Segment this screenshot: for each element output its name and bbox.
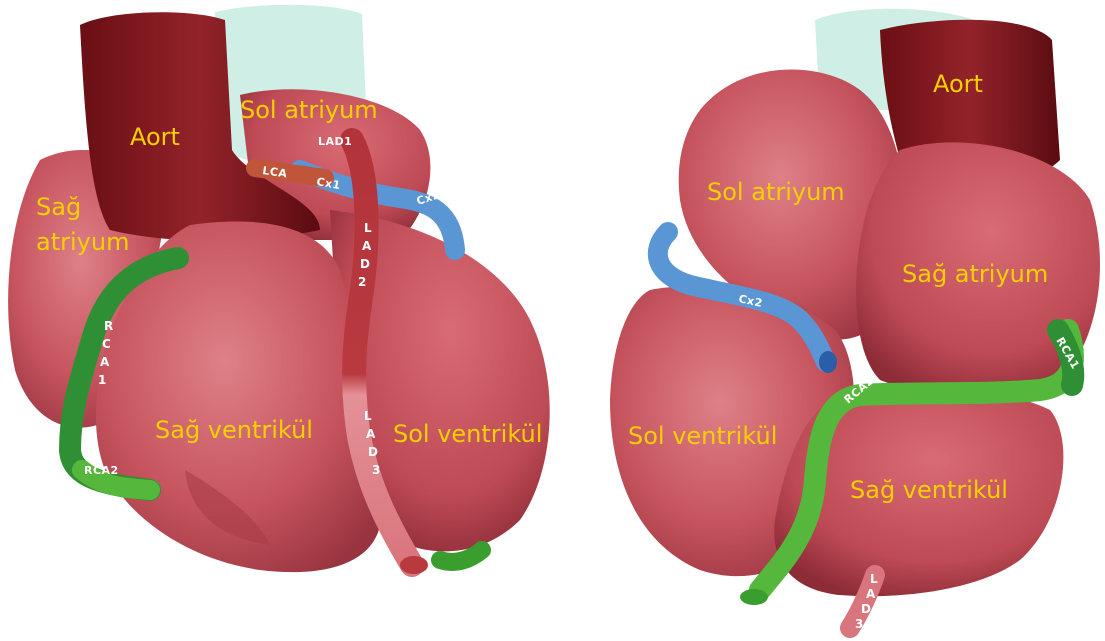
label-rca2-anterior: RCA2 bbox=[84, 464, 119, 477]
label-aorta-anterior: Aort bbox=[130, 123, 180, 151]
anterior-view: Aort Sol atriyum Sağ atriyum Sağ ventrik… bbox=[8, 5, 550, 574]
svg-text:L: L bbox=[364, 221, 372, 235]
svg-text:D: D bbox=[360, 257, 370, 271]
label-right-ventricle-posterior: Sağ ventrikül bbox=[850, 476, 1008, 504]
rca-end-posterior bbox=[740, 589, 768, 605]
rca-end-anterior bbox=[440, 550, 482, 562]
svg-text:L: L bbox=[364, 409, 372, 423]
label-right-atrium-posterior: Sağ atriyum bbox=[902, 260, 1048, 288]
svg-text:R: R bbox=[104, 319, 113, 333]
label-left-ventricle-anterior: Sol ventrikül bbox=[393, 420, 542, 448]
svg-text:A: A bbox=[866, 587, 876, 601]
label-right-atrium-1-anterior: Sağ bbox=[36, 193, 81, 221]
label-left-atrium-posterior: Sol atriyum bbox=[707, 178, 845, 206]
svg-text:2: 2 bbox=[358, 275, 366, 289]
posterior-view: Aort Sol atriyum Sağ atriyum Sol ventrik… bbox=[610, 9, 1100, 631]
svg-text:1: 1 bbox=[98, 373, 106, 387]
svg-text:3: 3 bbox=[372, 463, 380, 477]
svg-text:D: D bbox=[368, 445, 378, 459]
label-lad1: LAD1 bbox=[318, 135, 352, 148]
label-right-ventricle-anterior: Sağ ventrikül bbox=[155, 416, 313, 444]
svg-text:D: D bbox=[861, 602, 871, 616]
svg-text:L: L bbox=[870, 572, 878, 586]
svg-text:A: A bbox=[362, 239, 372, 253]
lad-end-anterior bbox=[400, 556, 428, 574]
label-left-ventricle-posterior: Sol ventrikül bbox=[628, 422, 777, 450]
label-right-atrium-2-anterior: atriyum bbox=[36, 228, 129, 256]
svg-text:3: 3 bbox=[855, 617, 863, 631]
svg-text:A: A bbox=[366, 427, 376, 441]
label-aorta-posterior: Aort bbox=[933, 70, 983, 98]
svg-text:C: C bbox=[102, 337, 111, 351]
label-left-atrium-anterior: Sol atriyum bbox=[240, 96, 378, 124]
cx-end-posterior bbox=[819, 351, 837, 373]
svg-text:A: A bbox=[100, 355, 110, 369]
